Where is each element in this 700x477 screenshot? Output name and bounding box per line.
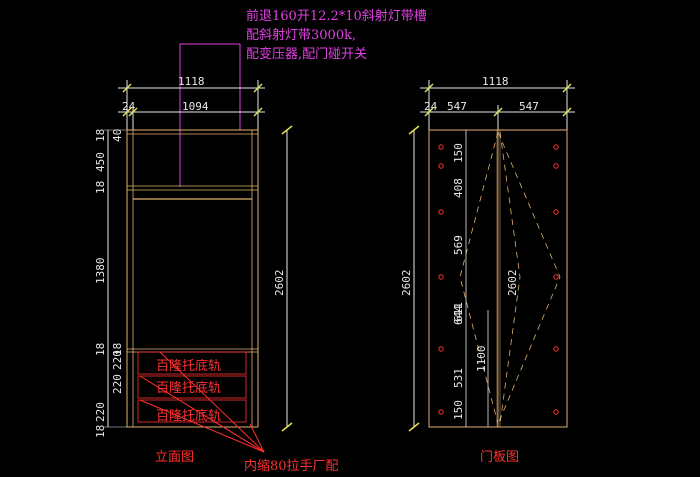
drawer-2 <box>137 375 247 399</box>
elev-dim-18-top: 18 <box>94 129 107 142</box>
hinge-dots <box>438 144 559 415</box>
drawer-label-1: 百隆托底轨 <box>156 358 221 374</box>
door-dim-408: 408 <box>452 178 465 198</box>
note-line-1: 前退160开12.2*10斜射灯带槽 <box>246 8 427 24</box>
elevation-view: 1118 24 1094 百隆托底轨 百隆托底轨 百隆托底轨 18 40 450… <box>94 75 339 474</box>
door-right-width: 547 <box>519 100 539 113</box>
elev-inner-width: 1094 <box>182 100 209 113</box>
note-line-2: 配斜射灯带3000k, <box>246 27 356 43</box>
door-handle-height: 1100 <box>475 346 488 373</box>
elev-dim-450: 450 <box>94 152 107 172</box>
elev-dim-40: 40 <box>111 129 124 142</box>
door-dim-150-top: 150 <box>452 143 465 163</box>
elev-dim-18-low: 18 <box>94 343 107 356</box>
door-dim-150-bottom: 150 <box>452 400 465 420</box>
elev-dim-1380: 1380 <box>94 258 107 285</box>
elev-dim-220-c: 220 <box>94 402 107 422</box>
door-swing-lines <box>459 131 561 425</box>
elev-dim-18-drawer: 18 <box>111 343 124 356</box>
drawer-label-3: 百隆托底轨 <box>156 408 221 424</box>
elev-dim-18-bottom: 18 <box>94 425 107 438</box>
pull-note: 内缩80拉手厂配 <box>244 458 339 474</box>
door-panel-view: 1118 24 547 547 150 408 569 644 611 <box>400 75 575 465</box>
note-leader <box>179 43 240 187</box>
door-overall-width: 1118 <box>482 75 509 88</box>
elev-overall-height: 2602 <box>273 270 286 297</box>
door-dim-611: 611 <box>452 302 465 322</box>
elev-side-thickness: 24 <box>122 100 136 113</box>
note-line-3: 配变压器,配门碰开关 <box>246 46 367 62</box>
elev-dim-220-a: 220 <box>111 350 124 370</box>
door-title: 门板图 <box>480 450 519 465</box>
door-dim-569: 569 <box>452 235 465 255</box>
drawer-1 <box>137 351 247 375</box>
door-side-thickness: 24 <box>424 100 438 113</box>
elevation-title: 立面图 <box>155 450 194 465</box>
lighting-note: 前退160开12.2*10斜射灯带槽 配斜射灯带3000k, 配变压器,配门碰开… <box>179 8 427 187</box>
elev-dim-220-b: 220 <box>111 374 124 394</box>
drawer-label-2: 百隆托底轨 <box>156 380 221 396</box>
door-overall-height: 2602 <box>400 270 413 297</box>
door-left-width: 547 <box>447 100 467 113</box>
elev-overall-width: 1118 <box>178 75 205 88</box>
door-dim-644: 644 <box>452 305 465 325</box>
elev-dim-18-mid: 18 <box>94 181 107 194</box>
door-dim-531: 531 <box>452 368 465 388</box>
door-center-height: 2602 <box>506 270 519 297</box>
